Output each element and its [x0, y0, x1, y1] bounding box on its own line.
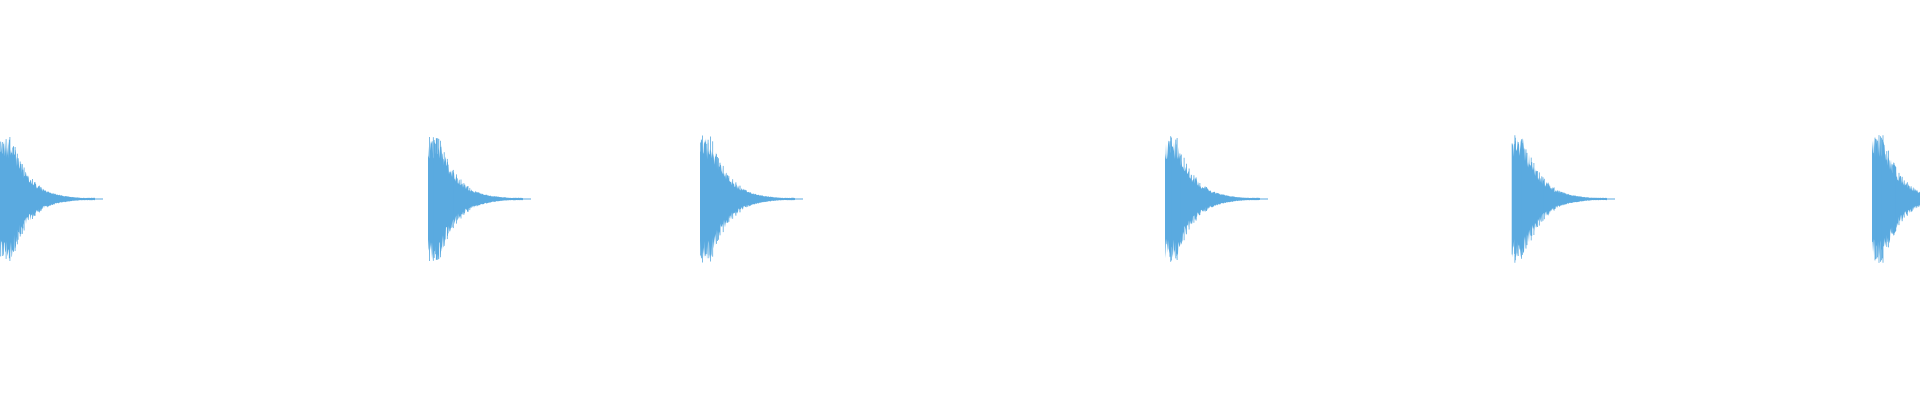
waveform-envelope [1512, 138, 1607, 260]
audio-clip-waveform[interactable] [1511, 135, 1615, 263]
waveform-envelope [1165, 139, 1260, 259]
audio-clip-waveform[interactable] [700, 135, 803, 263]
audio-clip-waveform[interactable] [1872, 135, 1920, 263]
waveform-envelope [428, 140, 523, 260]
audio-clip-waveform[interactable] [0, 137, 103, 261]
audio-clip-waveform[interactable] [1165, 136, 1268, 262]
waveform-envelope [0, 140, 95, 258]
waveform-envelope [700, 138, 795, 259]
audio-clip-waveform[interactable] [428, 137, 531, 261]
